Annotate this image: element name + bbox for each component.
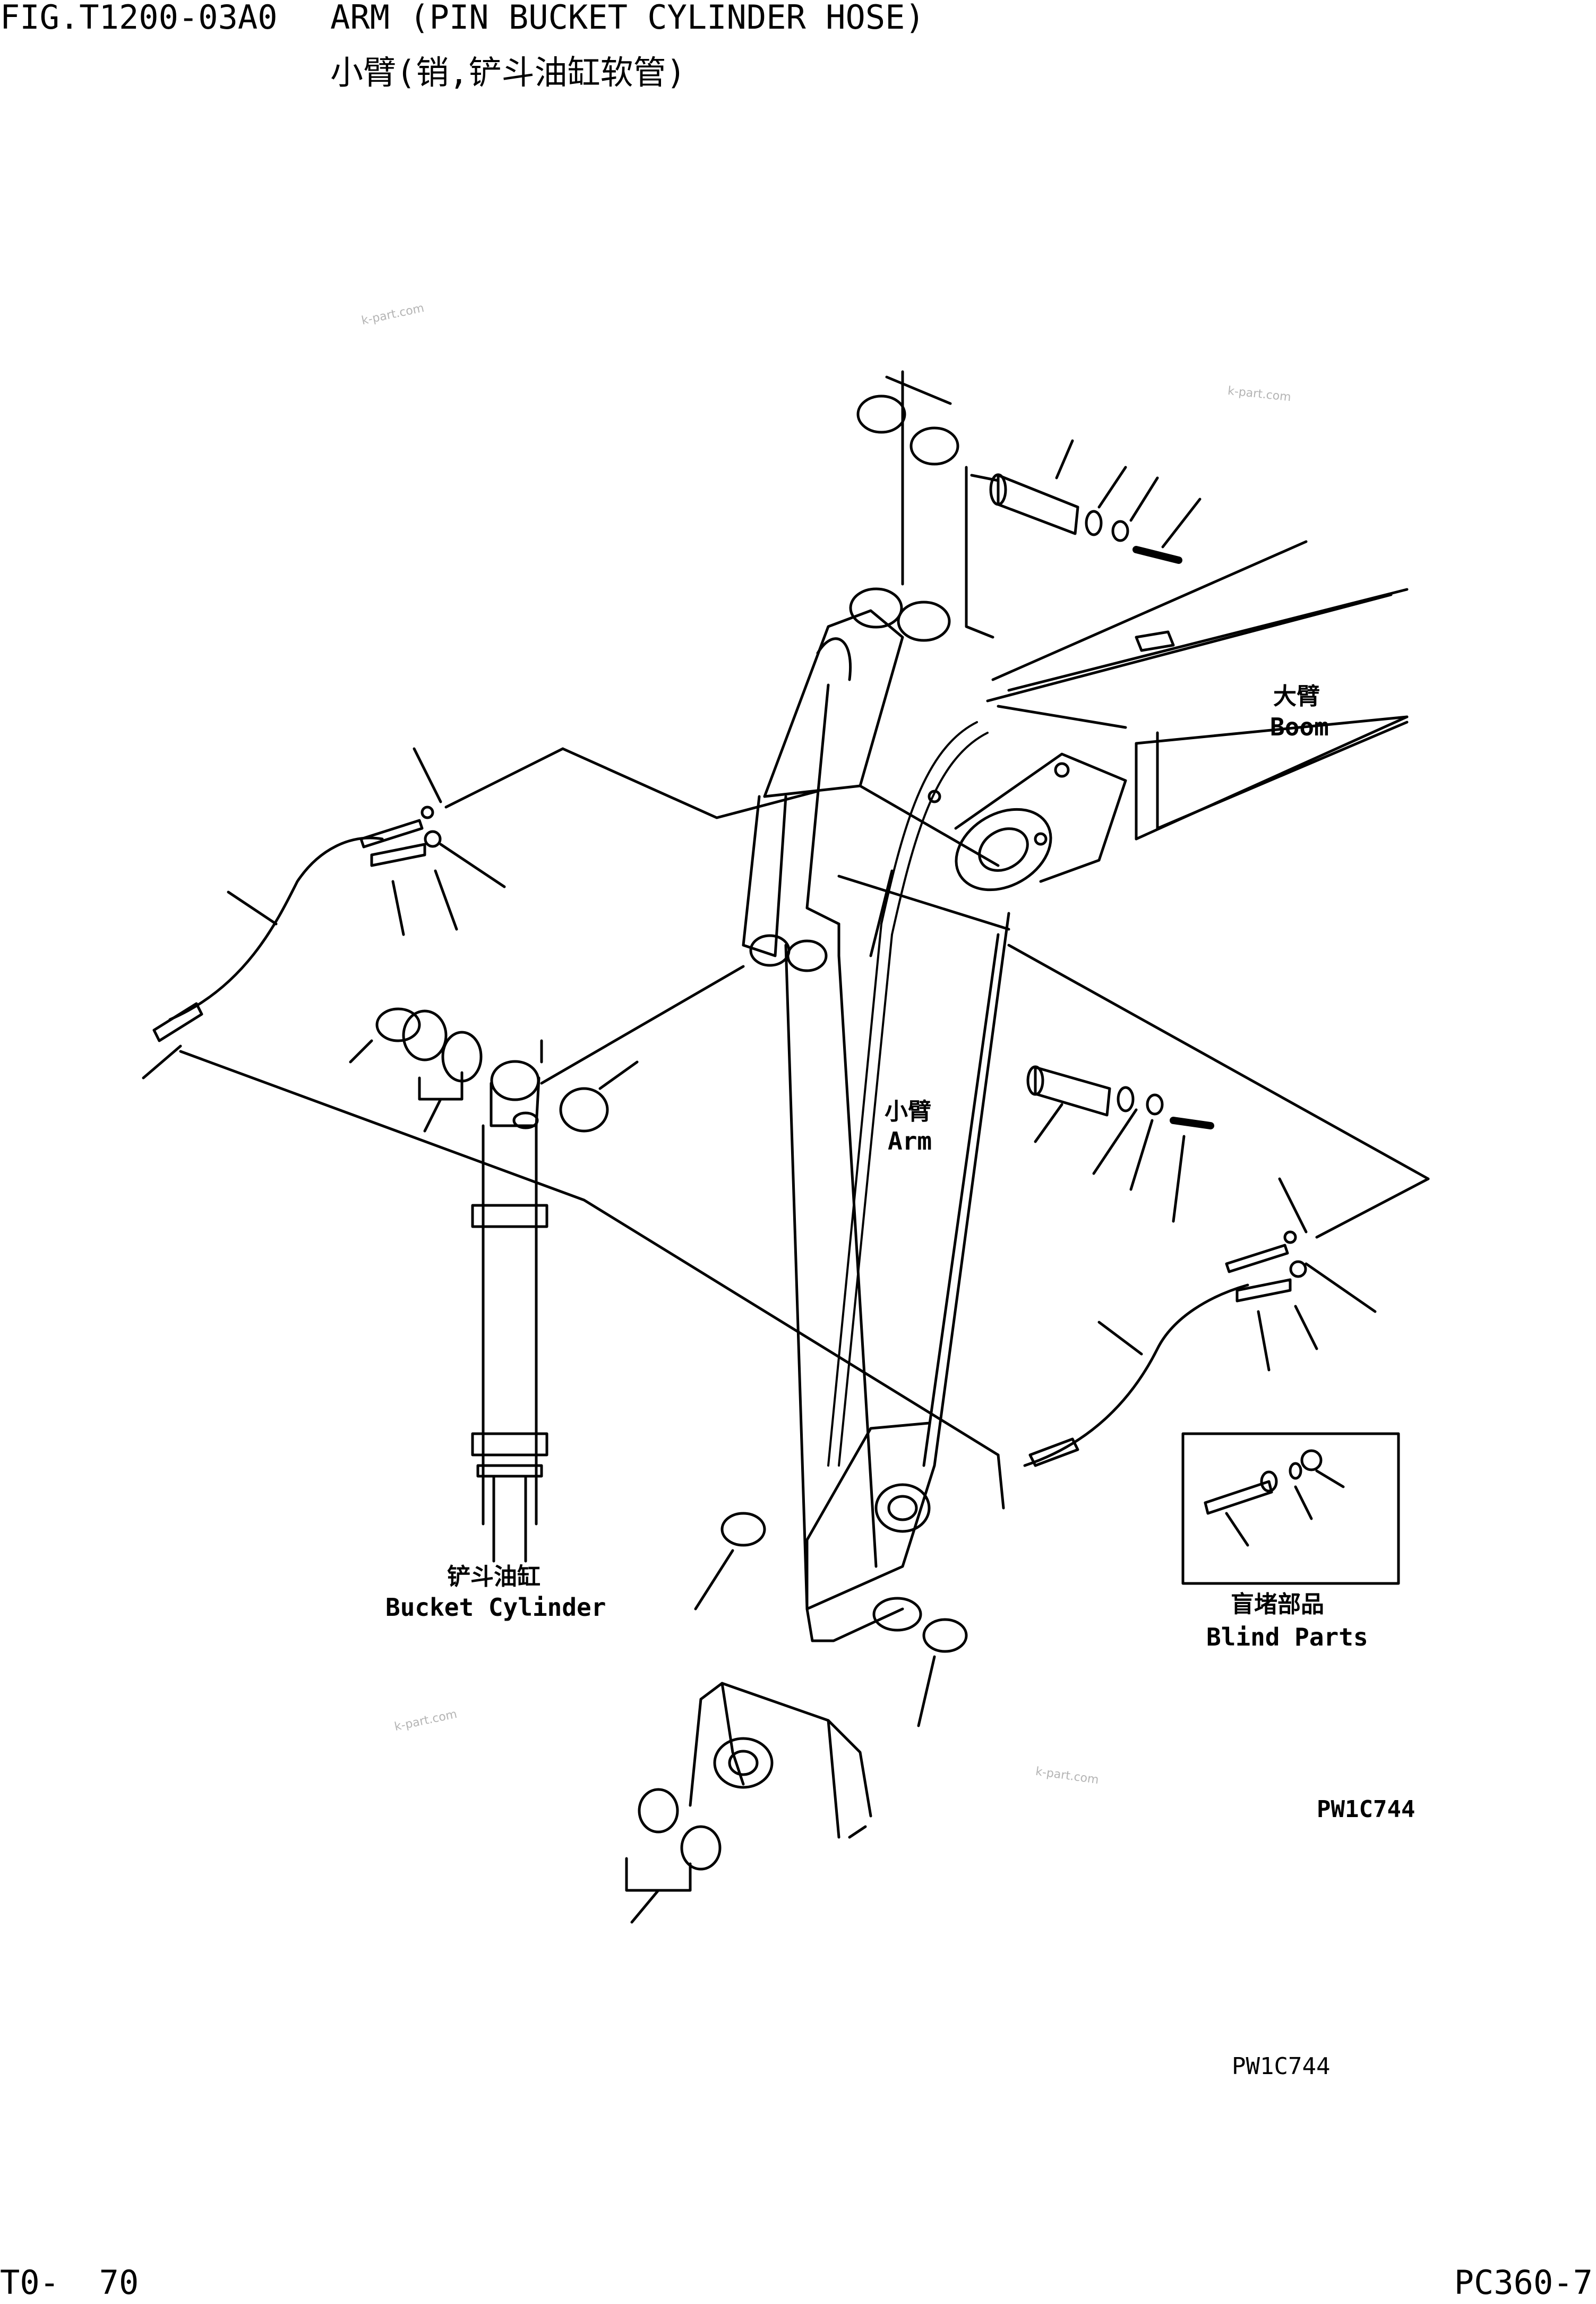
page-number: T0- 70 [0,2263,139,2302]
drawing-code-inline: PW1C744 [1317,1796,1415,1823]
bucket-part [625,1682,872,1924]
lower-seals [694,1512,968,1727]
bucket-cylinder-label-english: Bucket Cylinder [385,1593,606,1622]
left-hose-assembly [142,747,819,1080]
top-pin-stack [856,370,1202,639]
leader-lines [179,1039,1000,1457]
figure-title-chinese: 小臂(销,铲斗油缸软管) [330,53,686,92]
blind-parts-inset [1181,1432,1400,1585]
figure-title-english: ARM (PIN BUCKET CYLINDER HOSE) [330,0,925,37]
model-number: PC360-7 [1454,2263,1593,2302]
boom-outline [986,540,1409,841]
bucket-cylinder-label-chinese: 铲斗油缸 [447,1563,540,1590]
hydraulic-hoses [827,721,989,1467]
middle-pin-stack [1026,1065,1214,1223]
boom-label-english: Boom [1270,713,1329,741]
boom-arm-joint [928,752,1127,892]
arm-label-chinese: 小臂 [885,1098,931,1125]
arm-body [742,587,1010,1642]
figure-number: FIG.T1200-03A0 [0,0,278,37]
blind-parts-label-english: Blind Parts [1206,1623,1368,1651]
right-hose-assembly [997,944,1430,1510]
arm-label-english: Arm [888,1127,932,1155]
left-washers [349,965,745,1133]
bucket-cylinder [471,1060,548,1563]
blind-parts-label-chinese: 盲堵部品 [1231,1591,1324,1618]
boom-label-chinese: 大臂 [1273,683,1320,710]
drawing-code: PW1C744 [1232,2053,1331,2080]
